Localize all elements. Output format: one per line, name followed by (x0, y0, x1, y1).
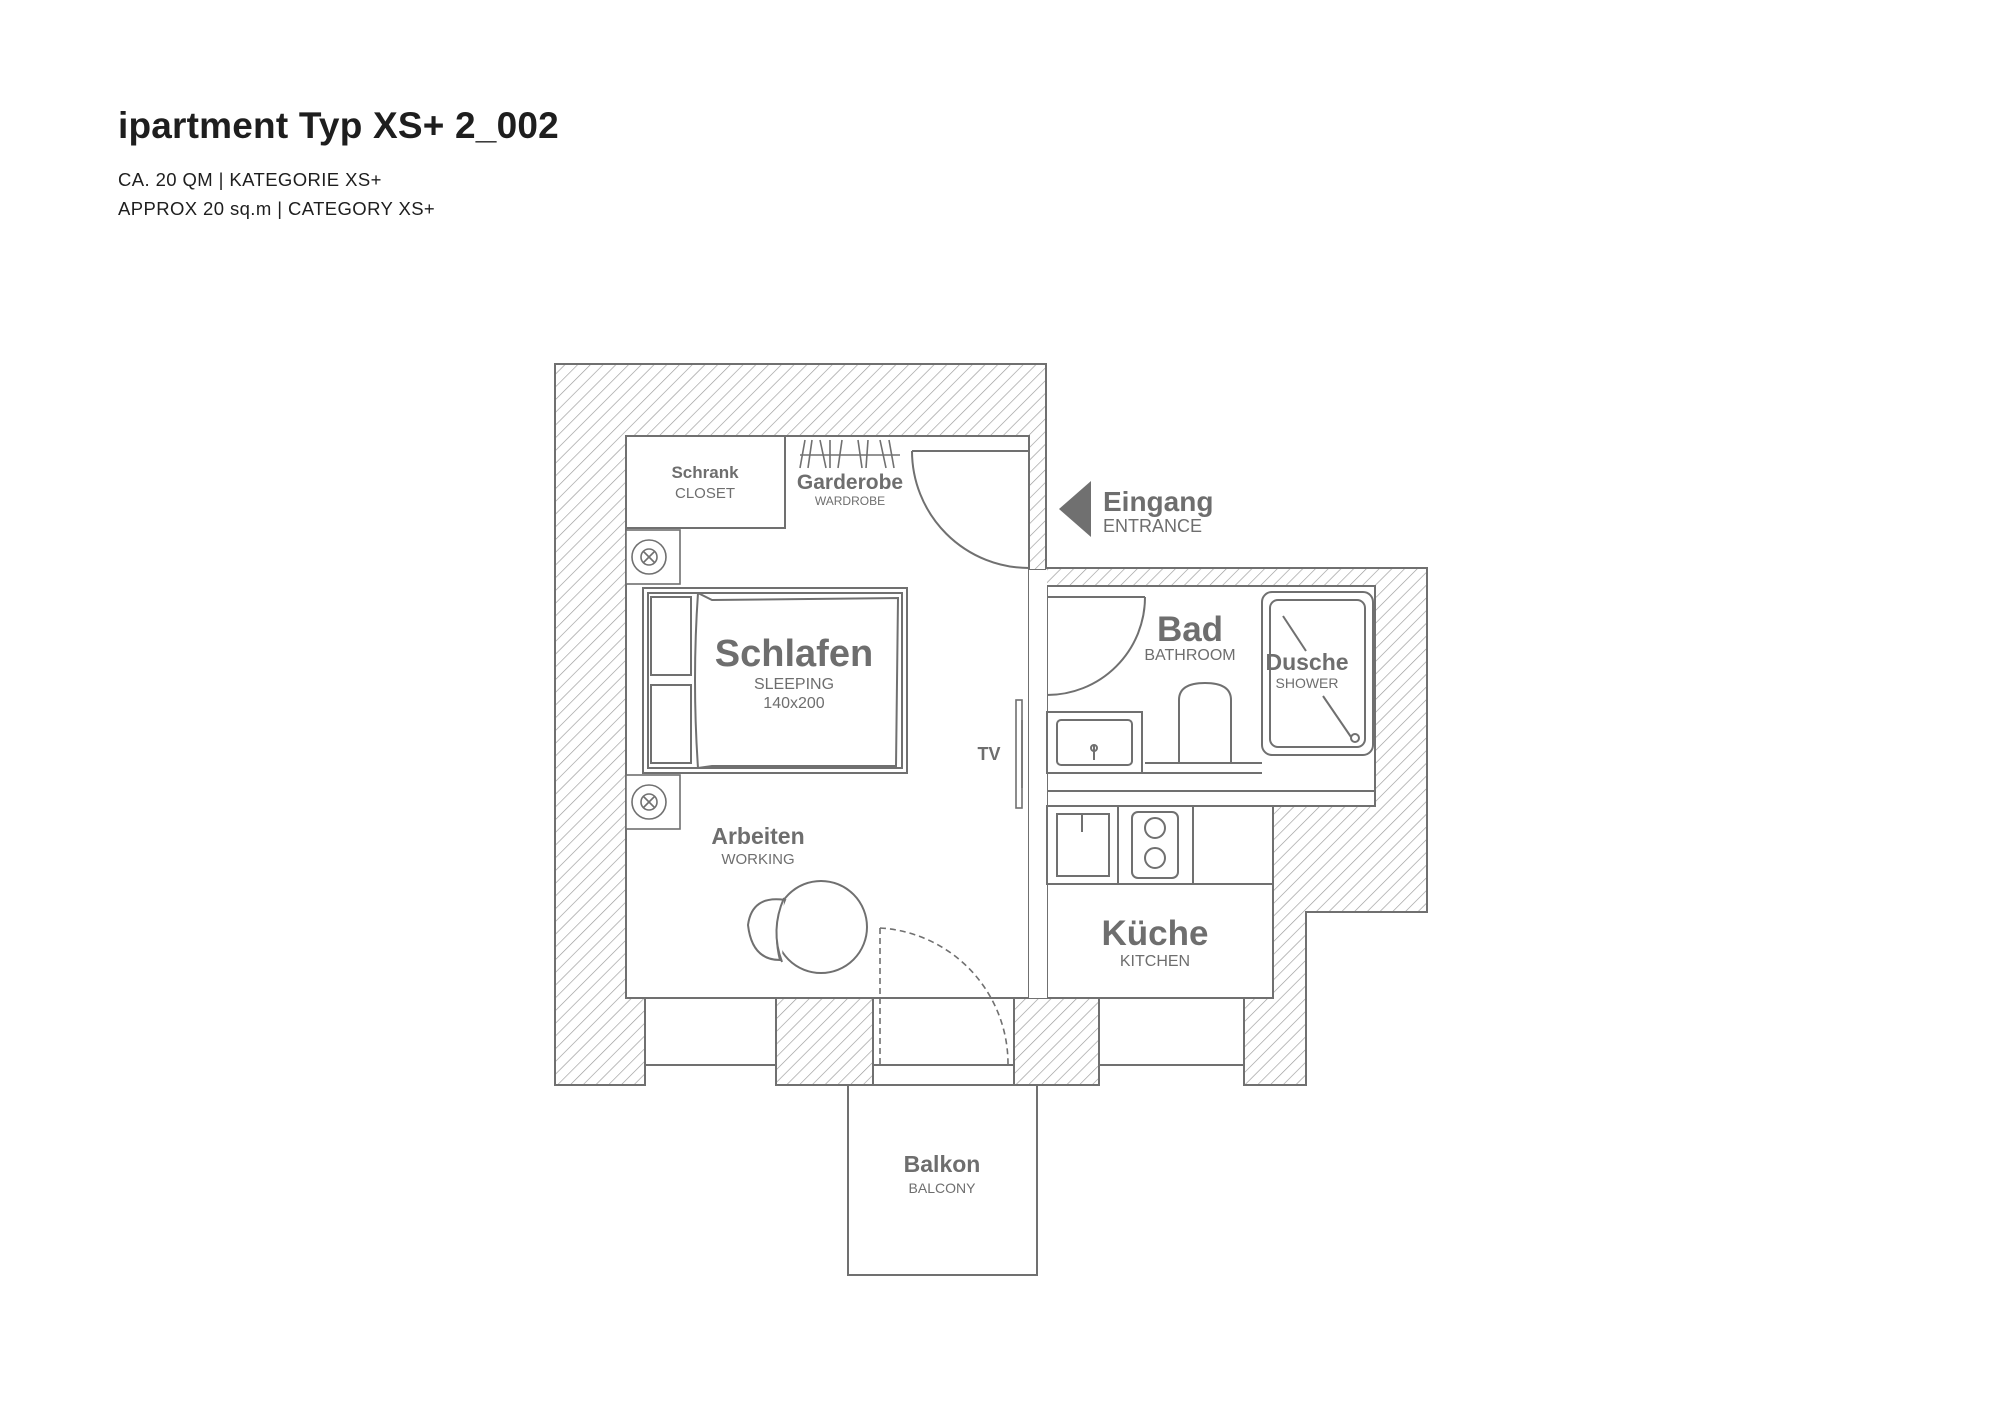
window-left (644, 997, 777, 1066)
wardrobe-hangers-icon (799, 439, 900, 469)
working-label-en: WORKING (721, 851, 794, 868)
sleeping-label-en: SLEEPING (754, 676, 834, 693)
entrance-door-icon (911, 450, 1030, 569)
nightstand-lamp-top-icon (625, 529, 681, 585)
shower-icon (1261, 591, 1374, 756)
entrance-arrow-icon (1059, 481, 1091, 537)
tv-icon (1015, 699, 1023, 809)
tv-label: TV (977, 744, 1000, 764)
entrance-label: Eingang (1103, 486, 1213, 517)
kitchen-label: Küche (1102, 914, 1209, 953)
bathroom-sink-icon (1046, 711, 1143, 774)
balcony-label: Balkon (904, 1151, 981, 1177)
wardrobe-label: Garderobe (797, 471, 903, 494)
bathroom-door-icon (1046, 596, 1146, 696)
wardrobe-label-en: WARDROBE (815, 494, 885, 508)
balcony (847, 1084, 1038, 1276)
bed-size-label: 140x200 (763, 695, 824, 712)
balcony-door-opening (872, 997, 1015, 1066)
desk-table-icon (746, 880, 868, 974)
closet-label: Schrank (671, 463, 739, 482)
page-title: ipartment Typ XS+ 2_002 (118, 105, 559, 146)
closet-label-en: CLOSET (675, 485, 735, 502)
bathroom-label-en: BATHROOM (1144, 647, 1235, 664)
sleeping-label: Schlafen (715, 633, 873, 675)
kitchen-label-en: KITCHEN (1120, 953, 1190, 970)
toilet-icon (1145, 681, 1262, 764)
bathroom-label: Bad (1157, 610, 1223, 649)
window-right (1098, 997, 1245, 1066)
header: ipartment Typ XS+ 2_002 CA. 20 QM | KATE… (118, 105, 559, 223)
hall-floor (1029, 570, 1047, 998)
entrance-label-en: ENTRANCE (1103, 516, 1202, 536)
shower-label-en: SHOWER (1276, 675, 1339, 691)
area-category-en: APPROX 20 sq.m | CATEGORY XS+ (118, 198, 436, 219)
balcony-door-icon (879, 927, 1009, 1065)
working-label: Arbeiten (711, 823, 804, 849)
balcony-label-en: BALCONY (909, 1180, 977, 1196)
area-category-de: CA. 20 QM | KATEGORIE XS+ (118, 169, 382, 190)
kitchen-counter-icon (1046, 805, 1274, 885)
nightstand-lamp-bottom-icon (625, 774, 681, 830)
bed-icon (642, 587, 908, 774)
shower-label: Dusche (1265, 649, 1348, 675)
closet (625, 435, 786, 529)
